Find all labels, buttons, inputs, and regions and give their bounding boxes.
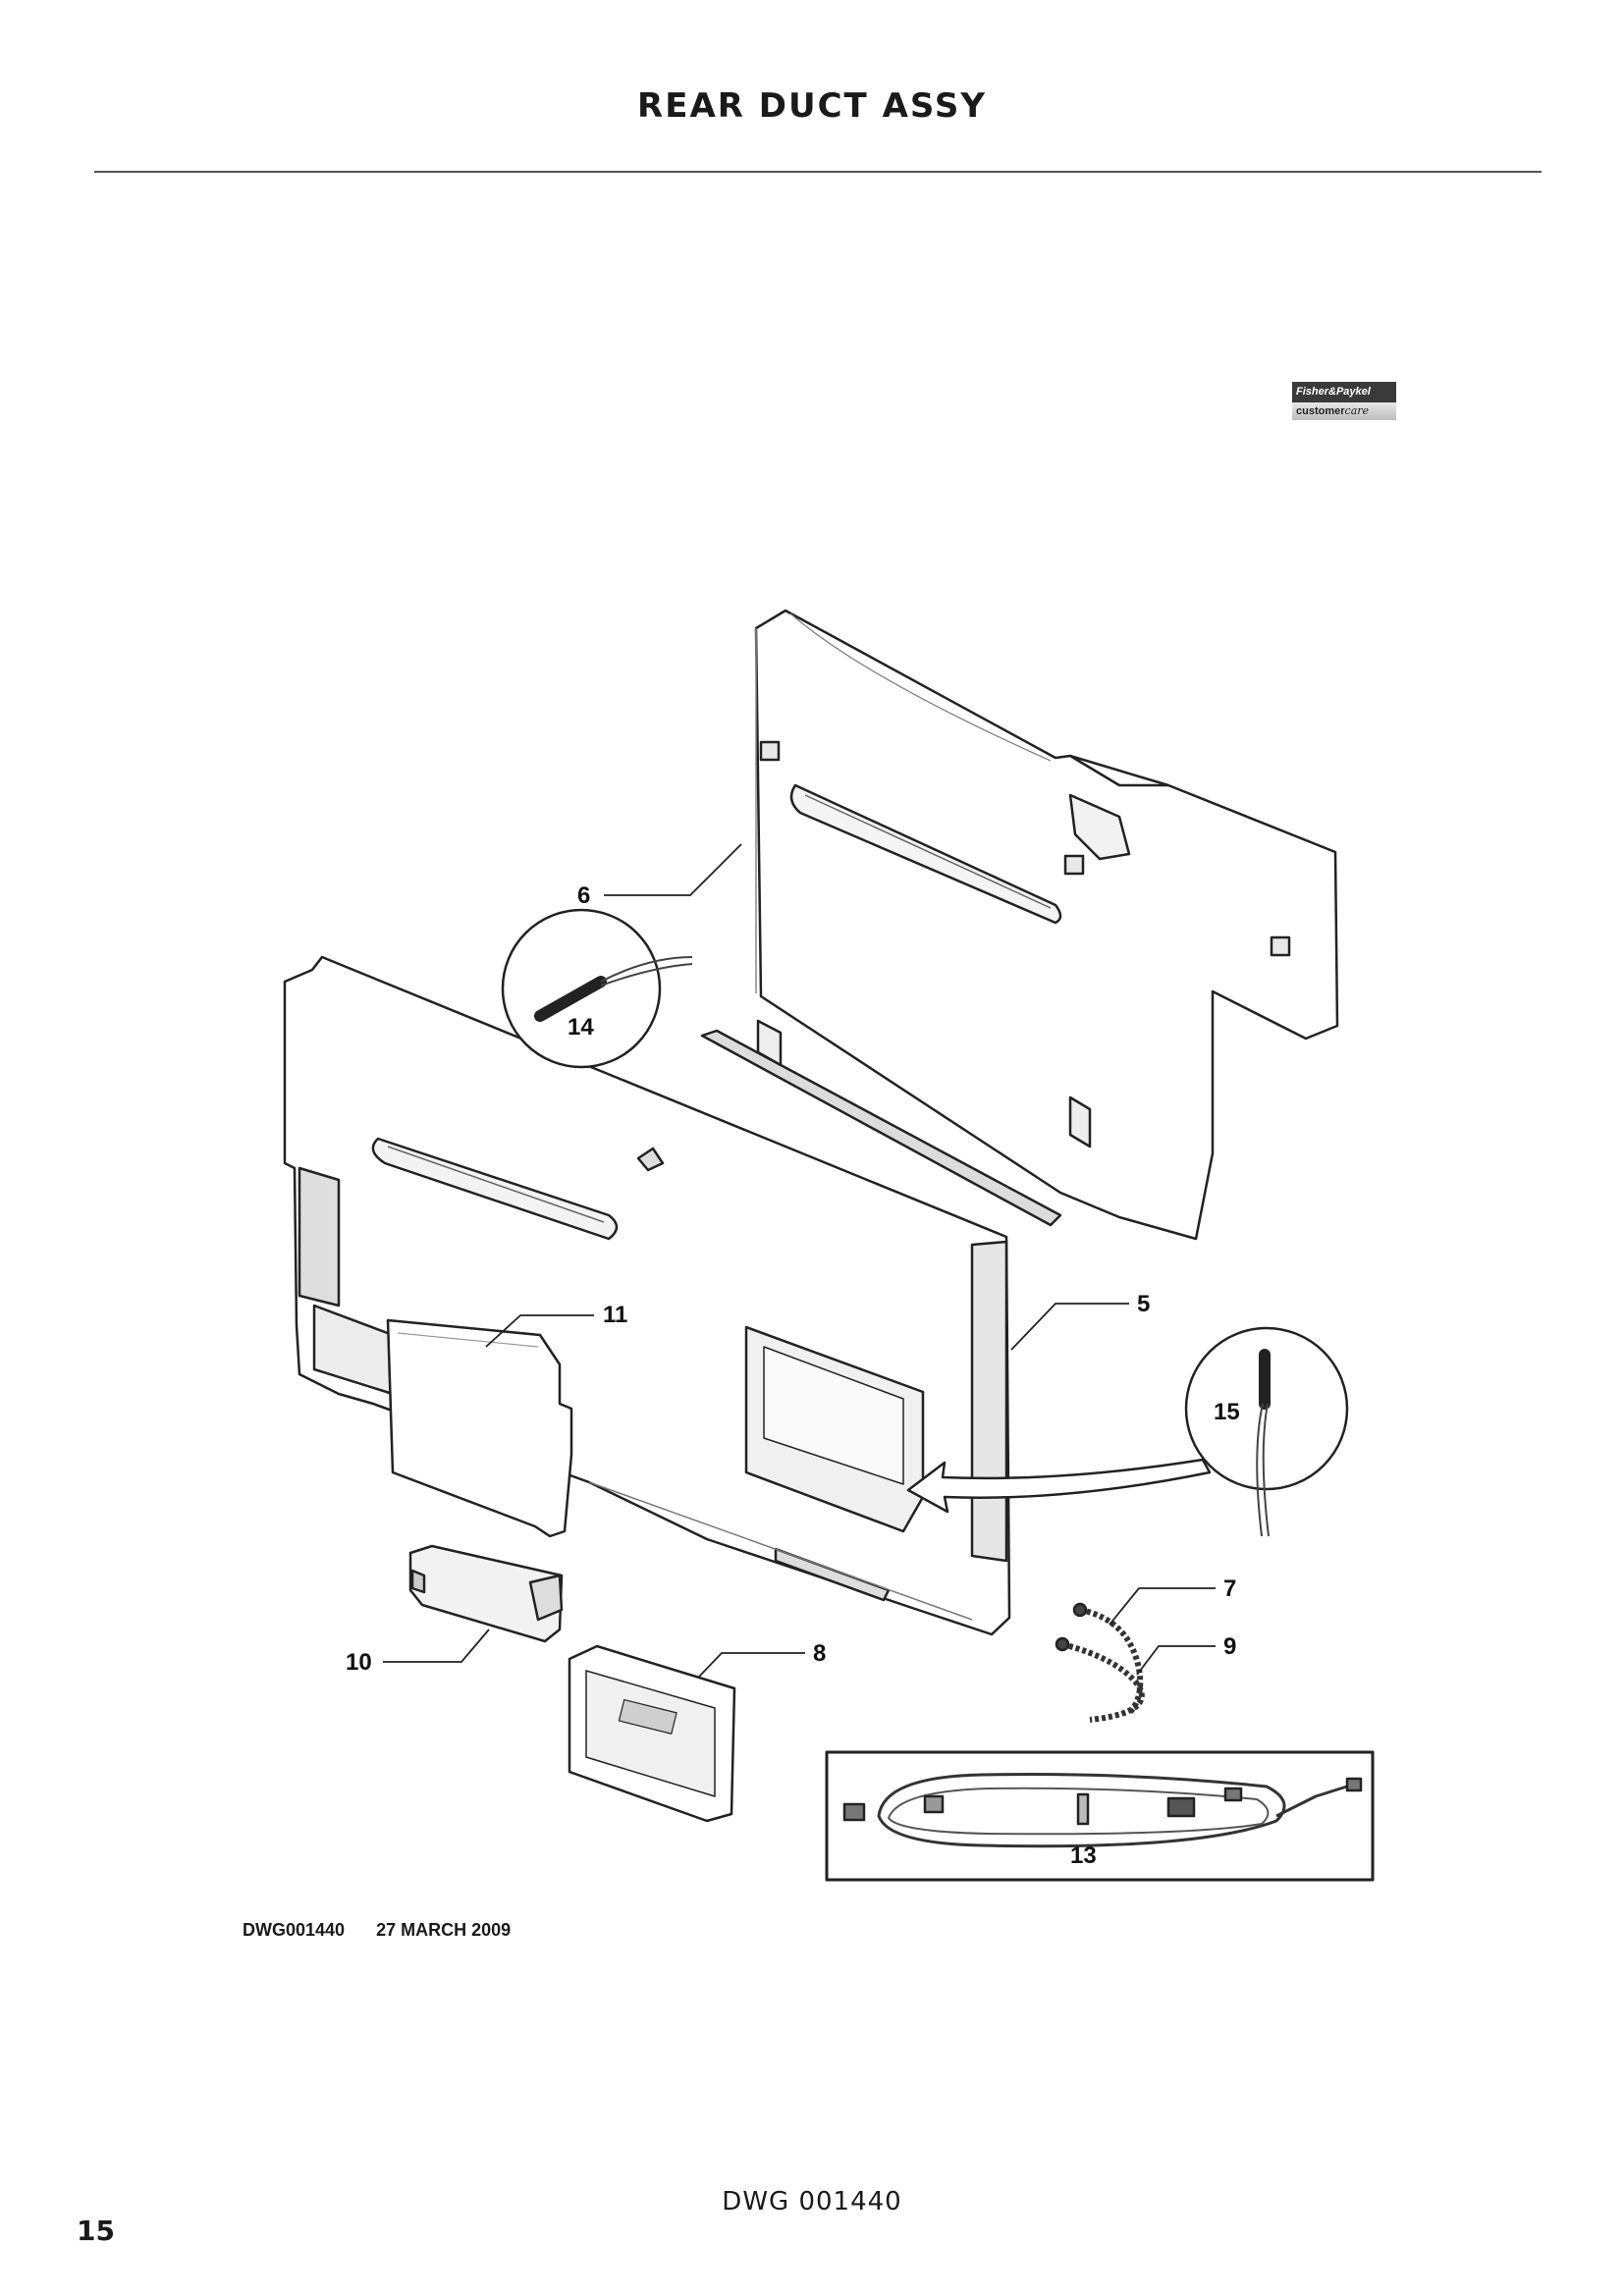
part-11-cover-plate [386, 1318, 573, 1538]
callout-7: 7 [1223, 1575, 1236, 1602]
drawing-caption: DWG001440 27 MARCH 2009 [243, 1920, 511, 1941]
part-10-clip [408, 1544, 564, 1643]
logo-brand-text: Fisher&Paykel [1296, 386, 1371, 398]
title-divider [94, 171, 1542, 173]
logo-program-prefix: customer [1296, 405, 1345, 417]
part-8-bezel-frame [568, 1644, 736, 1823]
page-title: REAR DUCT ASSY [637, 86, 987, 126]
logo-program: customercare [1292, 402, 1396, 420]
callout-11: 11 [603, 1302, 627, 1328]
logo-brand: Fisher&Paykel [1292, 382, 1396, 402]
logo-program-suffix: care [1344, 404, 1370, 417]
part-7-9-cable-ties [1055, 1602, 1145, 1723]
drawing-date: 27 MARCH 2009 [376, 1920, 512, 1940]
part-6-upper-duct-panel [700, 609, 1339, 1241]
part-13-wiring-harness-box [825, 1750, 1375, 1882]
callout-8: 8 [813, 1640, 826, 1667]
callout-5: 5 [1137, 1291, 1150, 1317]
part-15-sensor-inset [1184, 1326, 1349, 1537]
callout-10: 10 [346, 1649, 372, 1676]
part-14-sensor-inset [501, 908, 693, 1069]
callout-15: 15 [1214, 1399, 1240, 1425]
drawing-number: DWG001440 [243, 1920, 346, 1940]
location-arrow [906, 1458, 1212, 1514]
brand-logo: Fisher&Paykel customercare [1292, 382, 1396, 420]
footer-drawing-ref: DWG 001440 [722, 2187, 902, 2216]
callout-14: 14 [568, 1014, 594, 1041]
leader-lines [383, 843, 1216, 1678]
callout-6: 6 [577, 882, 590, 909]
page-number: 15 [77, 2215, 115, 2247]
callout-13: 13 [1070, 1842, 1097, 1869]
part-5-front-duct-panel [283, 955, 1011, 1636]
callout-9: 9 [1223, 1633, 1236, 1660]
